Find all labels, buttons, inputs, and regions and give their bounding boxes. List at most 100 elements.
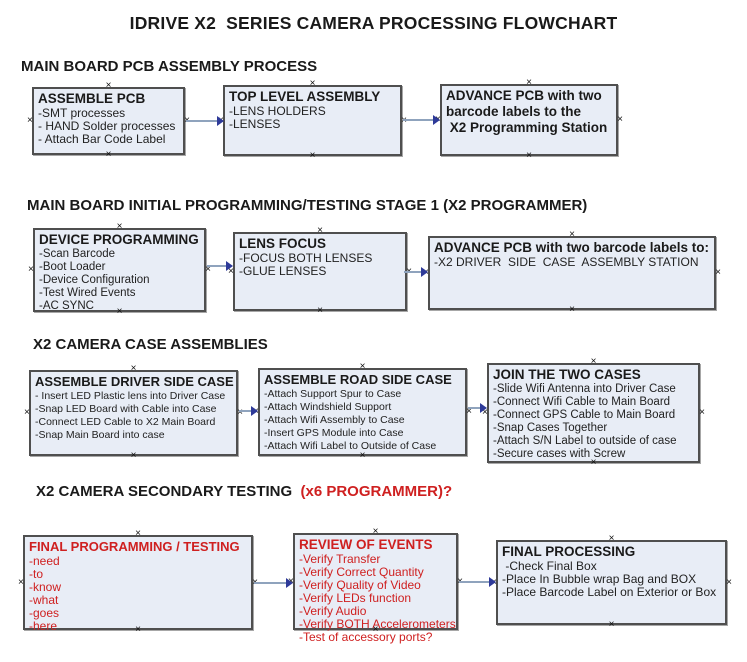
box-line: -Verify Quality of Video [299,578,421,592]
box-line: - Attach Bar Code Label [38,132,166,146]
section-heading-secondary-testing: X2 CAMERA SECONDARY TESTING (x6 PROGRAMM… [36,483,452,500]
arrow-shaft [207,265,228,267]
connection-handle-icon: × [135,528,141,539]
box-title: REVIEW OF EVENTS [299,537,433,552]
box-items: -Verify Transfer-Verify Correct Quantity… [299,553,456,644]
flow-arrow-assemble-to-toplevel [186,116,224,126]
arrow-shaft [186,120,219,122]
box-line: -Verify Audio [299,604,367,618]
flow-box-final-programming-testing: FINAL PROGRAMMING / TESTING -need-to-kno… [18,529,258,635]
section-heading-case-assemblies: X2 CAMERA CASE ASSEMBLIES [33,336,268,353]
arrow-shaft [404,271,423,273]
box-line: -Scan Barcode [39,248,116,260]
flow-box-assemble-driver-side-case: ASSEMBLE DRIVER SIDE CASE - Insert LED P… [24,364,243,461]
box-title: ADVANCE PCB with two barcode labels to: [434,240,710,255]
flow-box-review-of-events: REVIEW OF EVENTS -Verify Transfer-Verify… [288,527,463,644]
box-line: -Connect GPS Cable to Main Board [493,409,676,421]
connection-handle-icon: × [18,576,24,588]
box-items: -Slide Wifi Antenna into Driver Case-Con… [493,383,695,461]
box-line: -X2 DRIVER SIDE CASE ASSEMBLY STATION [434,255,699,269]
flow-arrow-road-to-join [468,403,487,413]
connection-handle-icon: × [359,450,366,461]
section-heading-initial-programming: MAIN BOARD INITIAL PROGRAMMING/TESTING S… [27,197,588,214]
arrow-head-icon [480,403,487,413]
box-line: -know [29,580,62,594]
box-line: -goes [29,606,60,620]
page-title: IDRIVE X2 SERIES CAMERA PROCESSING FLOWC… [129,13,618,33]
box-items: -need-to-know-what-goes-here [29,555,248,633]
box-items: -X2 DRIVER SIDE CASE ASSEMBLY STATION [434,256,711,269]
box-line: -GLUE LENSES [239,264,327,278]
connection-handle-icon: × [116,221,123,232]
arrow-shaft [403,119,435,121]
flow-arrow-device-to-lensfocus [207,261,233,271]
box-line: -Insert GPS Module into Case [264,427,404,439]
connection-handle-icon: × [526,150,532,161]
section-heading-pcb-assembly: MAIN BOARD PCB ASSEMBLY PROCESS [21,58,318,75]
flow-arrow-finalprog-to-review [254,578,293,588]
box-line: -LENS HOLDERS [229,104,326,118]
flow-box-final-processing: FINAL PROCESSING -Check Final Box -Place … [491,534,732,630]
box-line: -Snap Cases Together [493,422,608,434]
box-line: -Connect Wifi Cable to Main Board [493,396,671,408]
connection-handle-icon: × [27,115,33,126]
box-line: -Test Wired Events [39,287,136,299]
box-title: DEVICE PROGRAMMING [39,232,199,247]
flow-box-join-the-two-cases: JOIN THE TWO CASES -Slide Wifi Antenna i… [482,357,705,468]
box-line: -Snap LED Board with Cable into Case [35,403,217,415]
box-line: -Check Final Box [502,559,597,573]
connection-handle-icon: × [569,229,575,240]
connection-handle-icon: × [699,407,705,418]
box-line: - HAND Solder processes [38,119,176,133]
box-line: -Attach Wifi Assembly to Case [264,414,405,426]
box-line: -Place Barcode Label on Exterior or Box [502,585,717,599]
box-title: ASSEMBLE PCB [38,91,146,106]
connection-handle-icon: × [526,77,532,88]
connection-handle-icon: × [105,149,112,160]
flow-arrow-review-to-finalproc [459,577,496,587]
connection-handle-icon: × [608,619,615,630]
flow-arrow-toplevel-to-advance1 [403,115,440,125]
box-items: -Scan Barcode-Boot Loader-Device Configu… [39,248,201,313]
connection-handle-icon: × [105,80,112,91]
flow-arrow-driver-to-road [239,406,258,416]
connection-handle-icon: × [130,450,137,461]
box-line: -Attach Wifi Label to Outside of Case [264,440,437,452]
arrow-shaft [459,581,491,583]
connection-handle-icon: × [317,305,323,316]
connection-handle-icon: × [359,361,366,372]
box-line: -Test of accessory ports? [299,630,433,644]
flow-box-assemble-pcb: ASSEMBLE PCB -SMT processes- HAND Solder… [27,81,190,160]
connection-handle-icon: × [608,533,615,544]
box-title: ASSEMBLE ROAD SIDE CASE [264,372,452,387]
arrow-head-icon [217,116,224,126]
box-line: -Slide Wifi Antenna into Driver Case [493,383,676,395]
flow-box-assemble-road-side-case: ASSEMBLE ROAD SIDE CASE -Attach Support … [253,362,472,461]
connection-handle-icon: × [726,576,732,588]
box-line: -Connect LED Cable to X2 Main Board [35,416,216,428]
box-line: -FOCUS BOTH LENSES [239,251,373,265]
flow-box-lens-focus: LENS FOCUS -FOCUS BOTH LENSES-GLUE LENSE… [228,226,412,316]
box-line: -AC SYNC [39,300,94,312]
box-title: FINAL PROCESSING [502,544,636,559]
arrow-shaft [254,582,288,584]
connection-handle-icon: × [28,264,34,275]
connection-handle-icon: × [309,78,316,89]
arrow-head-icon [251,406,258,416]
connection-handle-icon: × [569,304,575,315]
arrow-shaft [239,410,253,412]
arrow-head-icon [421,267,428,277]
box-items: -FOCUS BOTH LENSES-GLUE LENSES [239,252,402,278]
connection-handle-icon: × [590,356,597,367]
flow-box-device-programming: DEVICE PROGRAMMING -Scan Barcode-Boot Lo… [28,222,211,317]
box-items: -SMT processes- HAND Solder processes- A… [38,107,180,146]
section-heading-secondary-testing-black: X2 CAMERA SECONDARY TESTING [36,483,301,500]
box-line: -Verify BOTH Accelerometers [299,617,456,631]
box-line: -to [29,567,44,581]
box-line: -Attach S/N Label to outside of case [493,435,677,447]
flow-box-advance-pcb-driver-station: ADVANCE PCB with two barcode labels to: … [423,230,721,315]
box-title: LENS FOCUS [239,236,327,251]
connection-handle-icon: × [317,225,323,236]
box-line: -LENSES [229,117,281,131]
